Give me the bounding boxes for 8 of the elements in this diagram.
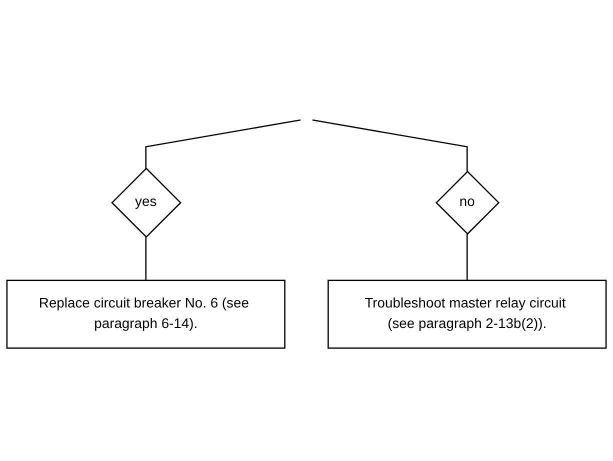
node-box: Replace circuit breaker No. 6 (see paragraph 6-14). (6, 280, 286, 349)
connector (145, 236, 147, 280)
node-box: Troubleshoot master relay circuit (see paragraph 2-13b(2)). (328, 280, 607, 349)
node-diamond: no (435, 170, 500, 235)
connector (145, 119, 301, 168)
connector (312, 119, 468, 172)
node-diamond: yes (111, 168, 182, 238)
connector (466, 234, 468, 280)
